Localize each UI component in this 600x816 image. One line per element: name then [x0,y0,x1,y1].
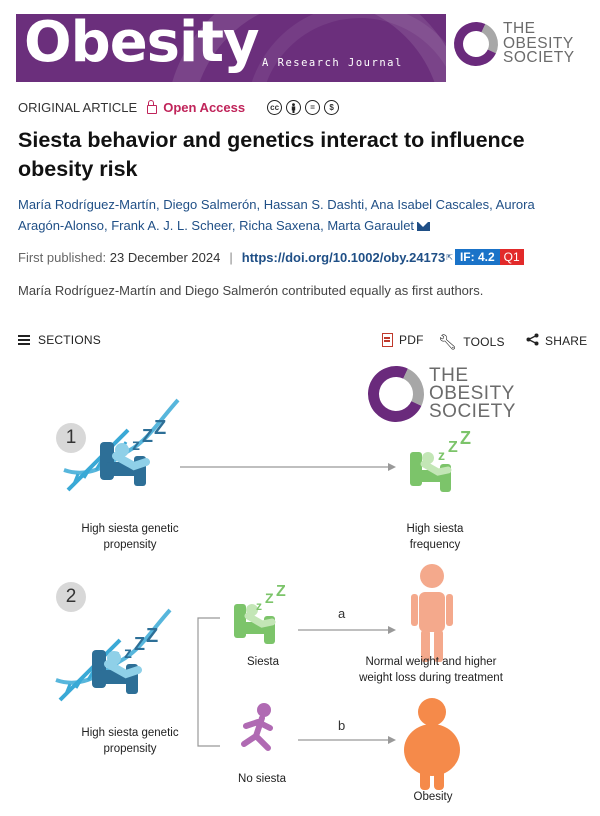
wrench-icon: 🔧︎ [438,334,458,351]
graphical-abstract: z Z Z z Z Z z Z Z z Z Z [54,398,471,790]
svg-text:z: z [124,645,132,662]
step-number-badge: 1 [56,423,86,453]
author-link[interactable]: Hassan S. Dashti [263,197,365,212]
author-link[interactable]: Ana Isabel Cascales [370,197,490,212]
author-link[interactable]: Diego Salmerón [163,197,257,212]
svg-text:Z: Z [134,634,145,654]
article-title: Siesta behavior and genetics interact to… [18,128,525,181]
society-ring-icon [447,15,505,73]
journal-title: Obesity [24,14,259,75]
runner-icon [241,703,273,751]
author-separator: , [489,197,496,212]
author-link[interactable]: Aurora Aragón-Alonso [18,197,535,233]
published-date: 23 December 2024 [109,249,221,265]
equal-contribution-note: María Rodríguez-Martín and Diego Salmeró… [18,283,484,298]
siesta-label: Siesta [247,656,279,668]
obesity-person-icon [404,698,460,790]
svg-text:Z: Z [146,625,158,647]
published-label: First published: [18,249,107,265]
doi-link[interactable]: https://doi.org/10.1002/oby.24173 [241,249,446,265]
sections-button[interactable]: SECTIONS [18,333,101,347]
pdf-icon [382,333,393,347]
step-number-badge: 2 [56,582,86,612]
envelope-icon[interactable] [417,222,431,231]
author-list: María Rodríguez-Martín, Diego Salmerón, … [18,194,578,236]
step1-genetic-icon: z Z Z [62,398,180,492]
svg-text:Z: Z [154,417,166,439]
svg-text:Z: Z [460,428,471,448]
author-separator: , [364,197,371,212]
step2-genetic-icon: z Z Z [54,608,172,702]
author-link[interactable]: María Rodríguez-Martín [18,197,156,212]
open-access-badge[interactable]: Open Access [147,100,245,115]
svg-text:Z: Z [142,426,153,446]
pdf-label: PDF [399,333,424,347]
journal-subtitle: A Research Journal [262,57,403,69]
cc-license-icon[interactable]: cc [267,100,283,115]
author-separator: , [231,218,240,233]
separator: | [229,249,233,265]
svg-text:z: z [132,437,140,454]
author-link[interactable]: Richa Saxena [239,218,321,233]
open-access-label: Open Access [163,100,246,115]
share-button[interactable]: SHARE [526,333,587,349]
figure-society-logo: THE OBESITY SOCIETY [360,358,516,430]
obesity-label: Obesity [413,791,453,803]
normal-weight-person-icon [411,564,453,662]
article-type: ORIGINAL ARTICLE [18,100,138,115]
publication-info-row: First published: 23 December 2024 | http… [18,249,524,265]
svg-text:Z: Z [265,590,274,606]
society-logo-text: THE OBESITY SOCIETY [429,364,516,423]
journal-banner[interactable]: Obesity A Research Journal [16,14,446,82]
lock-icon [147,100,158,114]
svg-text:Z: Z [448,439,458,456]
attribution-icon[interactable] [286,100,302,115]
quartile-badge: Q1 [499,249,524,265]
step1-siesta-icon: z Z Z [410,428,471,492]
list-icon [18,333,30,347]
obesity-society-logo[interactable]: THE OBESITY SOCIETY [447,15,575,73]
non-commercial-icon[interactable]: $ [324,100,340,115]
tools-label: TOOLS [463,335,505,349]
author-separator: , [320,218,328,233]
society-logo-text: THE OBESITY SOCIETY [503,20,575,67]
share-icon [526,333,539,349]
sections-label: SECTIONS [38,333,101,347]
external-link-icon: ⇱ [446,252,453,262]
branch-a-letter: a [338,606,346,621]
author-separator: , [104,218,112,233]
branch-lines [197,617,220,747]
impact-factor-badge: IF: 4.2 [454,249,500,265]
author-link[interactable]: Frank A. J. L. Scheer [111,218,232,233]
article-toolbar: SECTIONS PDF 🔧︎ TOOLS SHARE [18,333,588,353]
tools-button[interactable]: 🔧︎ TOOLS [438,333,505,351]
svg-text:z: z [438,447,445,463]
author-link[interactable]: Marta Garaulet [327,218,415,233]
pdf-button[interactable]: PDF [382,333,424,347]
share-label: SHARE [545,334,588,348]
no-derivatives-icon[interactable]: = [305,100,321,115]
svg-text:Z: Z [276,583,286,600]
author-separator: , [156,197,164,212]
branch-a-siesta-icon: z Z Z [234,583,286,644]
no-siesta-label: No siesta [238,773,286,785]
branch-b-letter: b [338,718,346,733]
svg-text:z: z [256,599,262,613]
author-separator: , [256,197,264,212]
article-meta-row: ORIGINAL ARTICLE Open Access cc = $ [18,100,340,115]
